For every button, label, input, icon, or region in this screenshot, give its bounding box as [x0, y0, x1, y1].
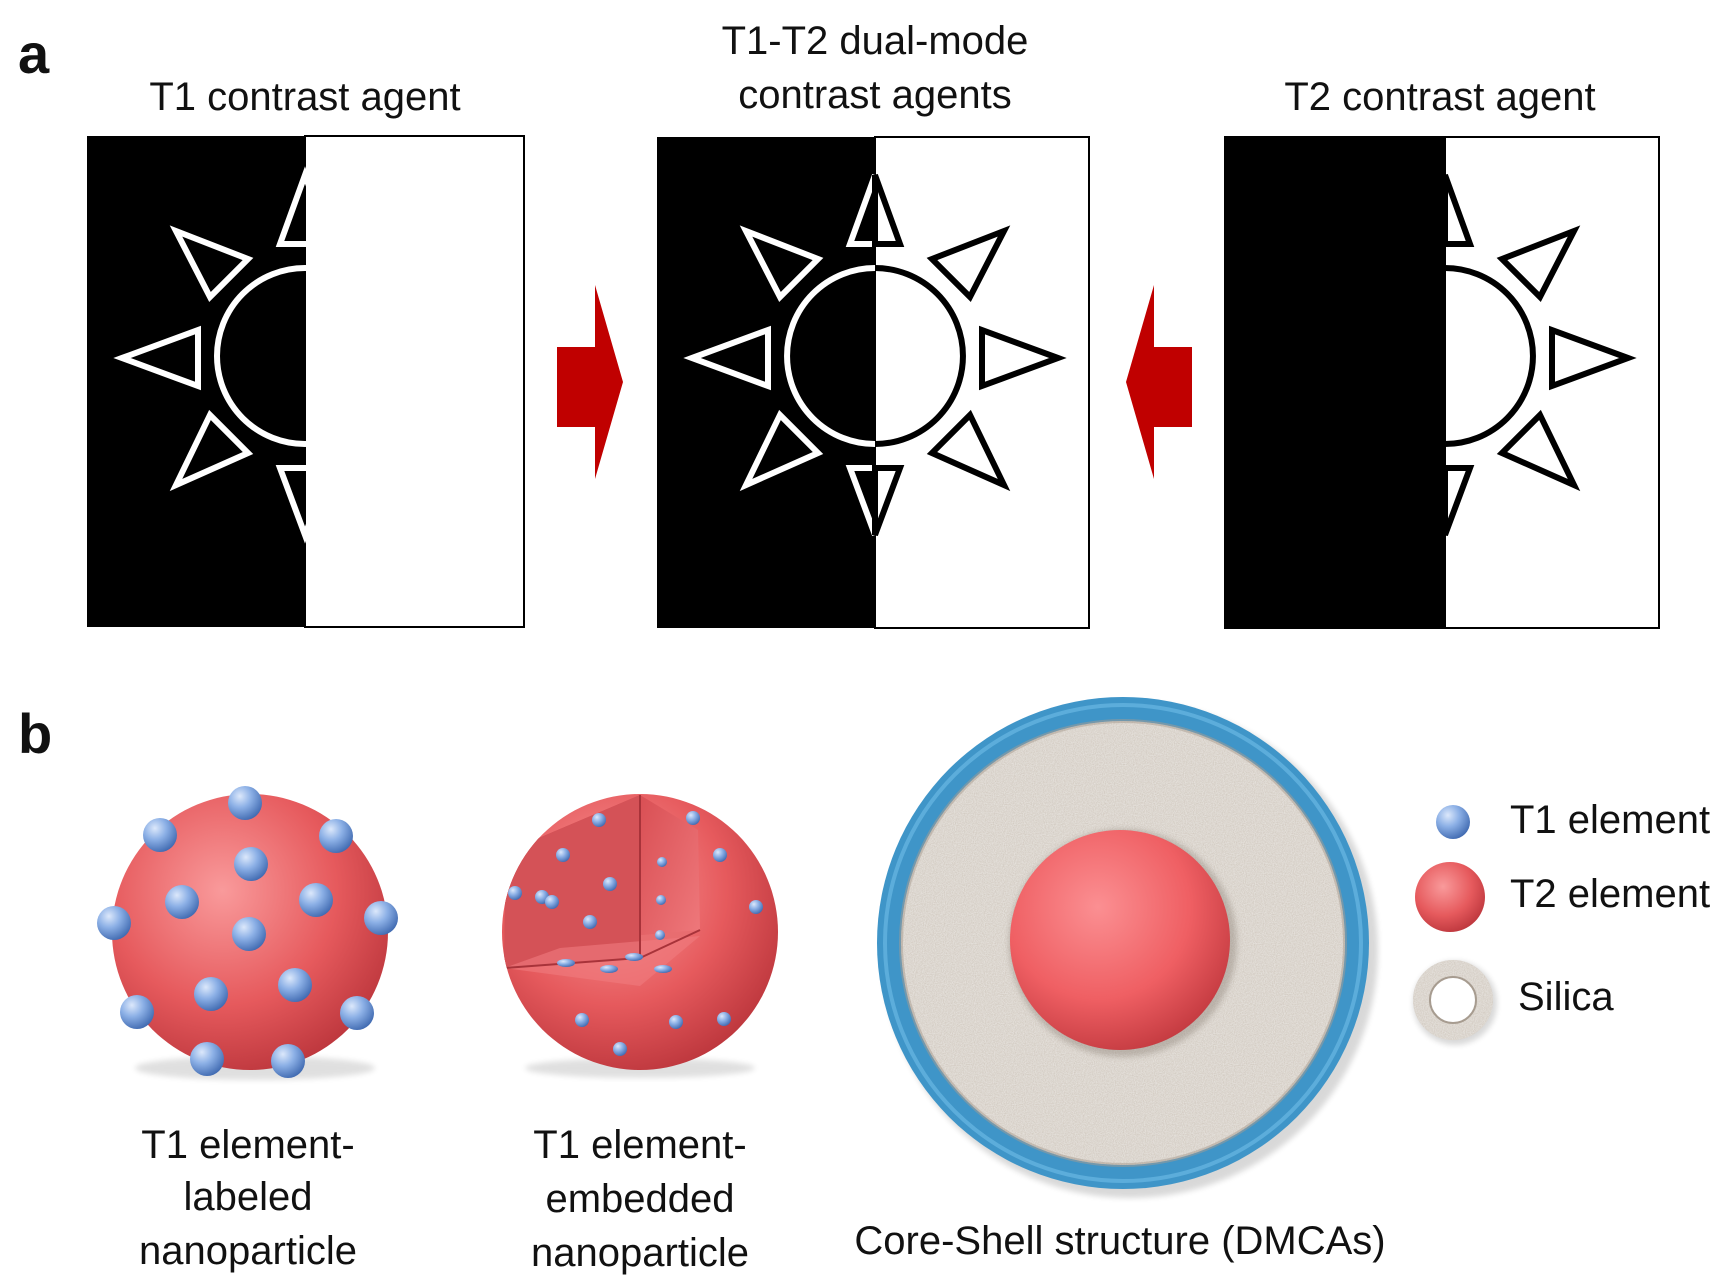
- legend-silica-swatch: [1413, 960, 1497, 1045]
- legend: [1413, 805, 1497, 1045]
- panel-a-letter: a: [18, 22, 50, 85]
- t2-agent-title: T2 contrast agent: [1284, 75, 1596, 119]
- embedded-caption-line3: nanoparticle: [531, 1231, 749, 1275]
- t1-element-dots: [97, 786, 398, 1078]
- legend-t2-swatch: [1415, 862, 1485, 932]
- t1-agent-image: [87, 135, 525, 628]
- arrow-left-icon: [1126, 285, 1192, 479]
- dual-agent-title-line1: T1-T2 dual-mode: [721, 19, 1029, 63]
- coreshell-caption: Core-Shell structure (DMCAs): [854, 1219, 1386, 1263]
- t2-agent-image: [1224, 136, 1660, 629]
- t1-agent-title: T1 contrast agent: [149, 75, 461, 119]
- dual-agent-image: [657, 136, 1090, 629]
- embedded-caption-line2: embedded: [545, 1177, 735, 1221]
- legend-t1-swatch: [1436, 805, 1470, 839]
- embedded-caption-line1: T1 element-: [533, 1123, 747, 1167]
- legend-t2-label: T2 element: [1510, 872, 1711, 916]
- labeled-caption-line2: labeled: [183, 1175, 313, 1219]
- legend-silica-label: Silica: [1518, 975, 1614, 1019]
- embedded-nanoparticle: [502, 794, 778, 1078]
- labeled-nanoparticle: [97, 786, 398, 1080]
- panel-b-letter: b: [18, 702, 53, 765]
- labeled-caption-line1: T1 element-: [141, 1123, 355, 1167]
- core-shell-structure: [877, 697, 1378, 1198]
- arrow-right-icon: [557, 285, 623, 479]
- labeled-caption-line3: nanoparticle: [139, 1229, 357, 1273]
- legend-t1-label: T1 element: [1510, 798, 1711, 842]
- dual-agent-title-line2: contrast agents: [738, 73, 1012, 117]
